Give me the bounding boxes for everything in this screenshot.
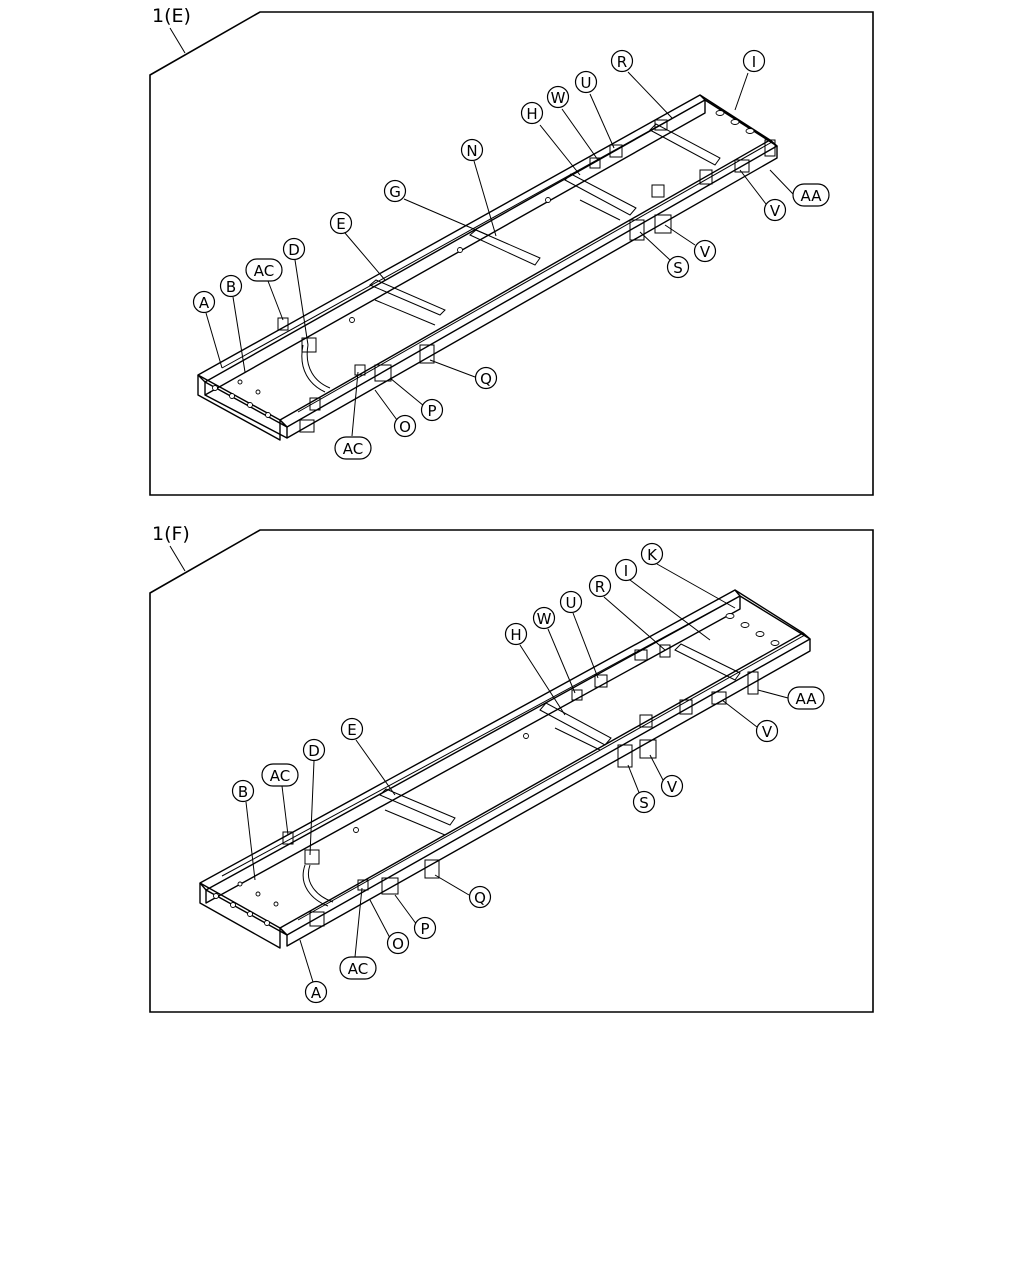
svg-text:H: H [526, 105, 537, 123]
svg-text:Q: Q [474, 889, 486, 907]
callout-1e-v2: V [693, 239, 717, 263]
callout-1e-g: G [383, 179, 407, 203]
callout-1f-aa: AA [787, 686, 825, 710]
svg-text:G: G [389, 183, 401, 201]
callout-1e-r: R [610, 49, 634, 73]
callouts-1e: A B AC D E G N [192, 49, 830, 460]
callouts-1f: B AC D E H W U [231, 542, 825, 1004]
figure-1f-tab-label: 1(F) [152, 523, 190, 545]
callout-1f-ac-top: AC [261, 763, 299, 787]
callout-1f-r: R [588, 574, 612, 598]
figure-1e-tab-label: 1(E) [152, 5, 191, 27]
callout-1f-ac-bottom: AC [339, 956, 377, 980]
svg-text:D: D [308, 742, 320, 760]
svg-text:S: S [639, 794, 649, 812]
svg-text:V: V [762, 723, 773, 741]
svg-text:AC: AC [343, 440, 363, 458]
callout-1e-a: A [192, 290, 216, 314]
callout-1e-n: N [460, 138, 484, 162]
chassis-frame-1e [197, 94, 778, 441]
svg-text:W: W [551, 89, 566, 107]
callout-1f-k: K [640, 542, 664, 566]
callout-1f-h: H [504, 622, 528, 646]
callout-1f-o: O [386, 931, 410, 955]
svg-text:P: P [420, 920, 429, 938]
svg-text:B: B [226, 278, 236, 296]
callout-1f-u: U [559, 590, 583, 614]
callout-1f-e: E [340, 717, 364, 741]
callout-1f-q: Q [468, 885, 492, 909]
svg-text:I: I [752, 53, 756, 71]
svg-text:I: I [624, 562, 628, 580]
svg-text:AA: AA [801, 187, 823, 205]
callout-1e-aa: AA [792, 183, 830, 207]
svg-text:S: S [673, 259, 683, 277]
callout-1e-q: Q [474, 366, 498, 390]
svg-text:V: V [770, 202, 781, 220]
callout-1e-s: S [666, 255, 690, 279]
chassis-frame-1f [199, 589, 811, 949]
callout-1e-i: I [742, 49, 766, 73]
svg-text:AC: AC [348, 960, 368, 978]
svg-text:R: R [617, 53, 627, 71]
figure-1f: 1(F) [149, 523, 874, 1013]
svg-text:Q: Q [480, 370, 492, 388]
svg-text:A: A [311, 984, 322, 1002]
figure-1e: 1(E) [149, 5, 874, 496]
callout-1e-ac-bottom: AC [334, 436, 372, 460]
callout-1f-b: B [231, 779, 255, 803]
svg-text:H: H [510, 626, 521, 644]
svg-text:AC: AC [270, 767, 290, 785]
callout-1f-v1: V [755, 719, 779, 743]
callout-1f-w: W [532, 606, 556, 630]
svg-text:E: E [336, 215, 345, 233]
callout-1f-v2: V [660, 774, 684, 798]
callout-1e-w: W [546, 85, 570, 109]
figure-1f-frame [149, 529, 874, 1013]
callout-1f-s: S [632, 790, 656, 814]
svg-text:A: A [199, 294, 210, 312]
callout-1e-v1: V [763, 198, 787, 222]
svg-text:R: R [595, 578, 605, 596]
svg-text:U: U [566, 594, 577, 612]
svg-text:D: D [288, 241, 300, 259]
svg-text:AC: AC [254, 262, 274, 280]
svg-text:E: E [347, 721, 356, 739]
svg-text:O: O [392, 935, 404, 953]
figure-1e-frame [149, 11, 874, 496]
svg-text:O: O [399, 418, 411, 436]
callout-1e-d: D [282, 237, 306, 261]
callout-1e-u: U [574, 70, 598, 94]
svg-text:W: W [537, 610, 552, 628]
svg-text:U: U [581, 74, 592, 92]
callout-1e-p: P [420, 398, 444, 422]
callout-1f-d: D [302, 738, 326, 762]
callout-1f-a: A [304, 980, 328, 1004]
callout-1e-o: O [393, 414, 417, 438]
svg-text:AA: AA [796, 690, 818, 708]
svg-text:N: N [466, 142, 477, 160]
callout-1e-h: H [520, 101, 544, 125]
callout-1e-b: B [219, 274, 243, 298]
svg-text:K: K [647, 546, 658, 564]
svg-text:V: V [667, 778, 678, 796]
svg-text:P: P [427, 402, 436, 420]
callout-1e-e: E [329, 211, 353, 235]
callout-1f-i: I [614, 558, 638, 582]
callout-1e-ac-top: AC [245, 258, 283, 282]
svg-text:V: V [700, 243, 711, 261]
svg-text:B: B [238, 783, 248, 801]
callout-1f-p: P [413, 916, 437, 940]
